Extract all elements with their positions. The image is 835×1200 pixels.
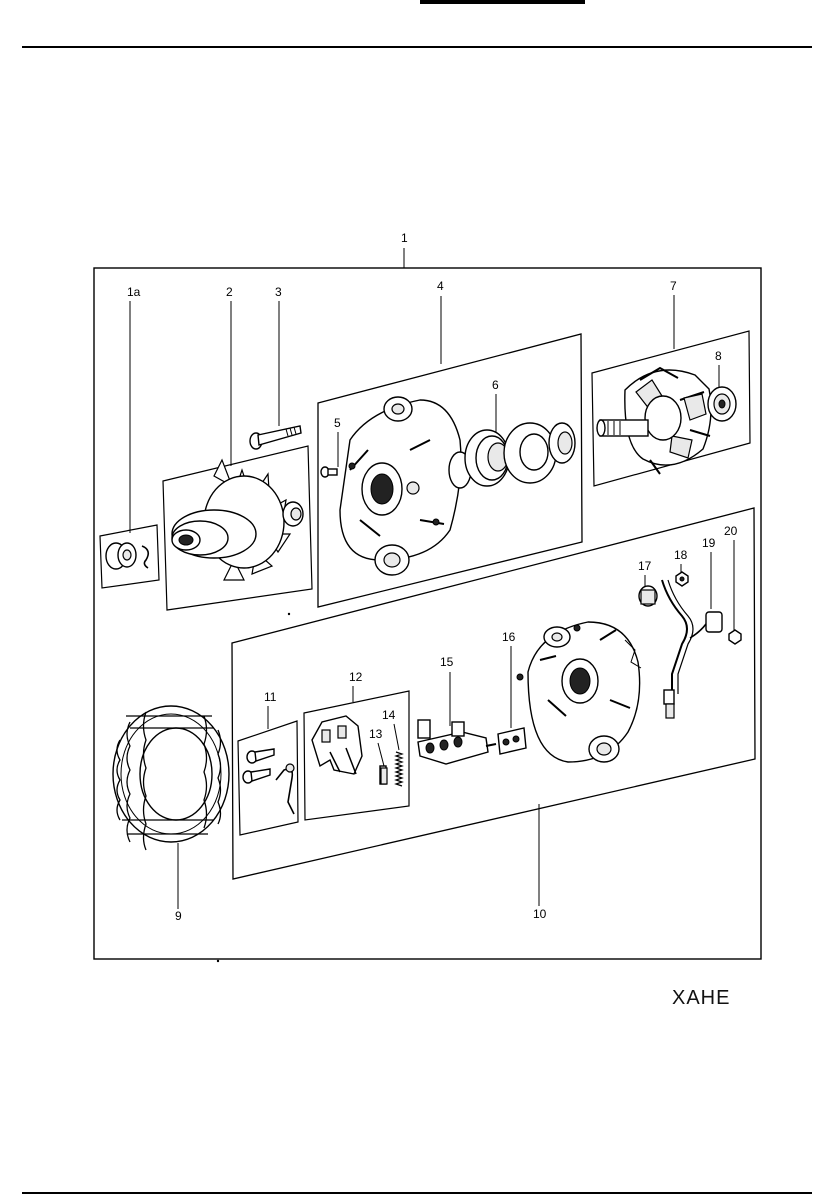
- callout-20: 20: [724, 524, 738, 538]
- leader-14: [393, 723, 400, 751]
- leader-13: [377, 742, 385, 767]
- callout-14: 14: [382, 708, 396, 722]
- part-10-rear-housing: [516, 621, 642, 763]
- callout-17: 17: [638, 559, 652, 573]
- callout-7: 7: [670, 279, 677, 293]
- part-16-terminal-plate: [497, 727, 527, 755]
- part-19-lead-harness: [661, 579, 723, 719]
- callout-1a: 1a: [127, 285, 141, 299]
- callout-6: 6: [492, 378, 499, 392]
- diagram-code: XAHE: [672, 987, 730, 1009]
- callout-16: 16: [502, 630, 516, 644]
- callout-3: 3: [275, 285, 282, 299]
- part-10-assembly-frame: [231, 507, 756, 880]
- callout-1: 1: [401, 231, 408, 245]
- part-2-pulley-fan-group: [162, 445, 313, 611]
- part-18-nut: [675, 571, 689, 587]
- part-12-brush-holder-group: [303, 690, 410, 821]
- callout-4: 4: [437, 279, 444, 293]
- part-11-hardware-group: [237, 720, 299, 836]
- part-1a-bearing-group: [99, 524, 160, 589]
- part-15-rectifier: [417, 719, 497, 765]
- callout-2: 2: [226, 285, 233, 299]
- part-9-stator: [112, 705, 230, 851]
- cropped-header-text: [420, 0, 585, 4]
- callout-15: 15: [440, 655, 454, 669]
- callout-11: 11: [264, 690, 277, 704]
- callout-13: 13: [369, 727, 383, 741]
- stray-mark: [216, 959, 220, 963]
- callout-12: 12: [349, 670, 363, 684]
- callout-19: 19: [702, 536, 716, 550]
- part-20-nut: [728, 629, 742, 645]
- callout-10: 10: [533, 907, 547, 921]
- part-7-rotor-group: [591, 330, 751, 487]
- callout-8: 8: [715, 349, 722, 363]
- part-14-spring: [394, 751, 404, 787]
- part-17-bushing: [638, 585, 658, 607]
- part-4-drive-end-housing-group: [317, 333, 583, 608]
- part-5-screw: [320, 466, 338, 478]
- callout-5: 5: [334, 416, 341, 430]
- part-13-brush: [380, 767, 388, 785]
- part-3-through-bolt: [249, 425, 302, 450]
- assembly-frame: [93, 267, 762, 960]
- callout-9: 9: [175, 909, 182, 923]
- callout-18: 18: [674, 548, 688, 562]
- stray-mark: [287, 612, 291, 616]
